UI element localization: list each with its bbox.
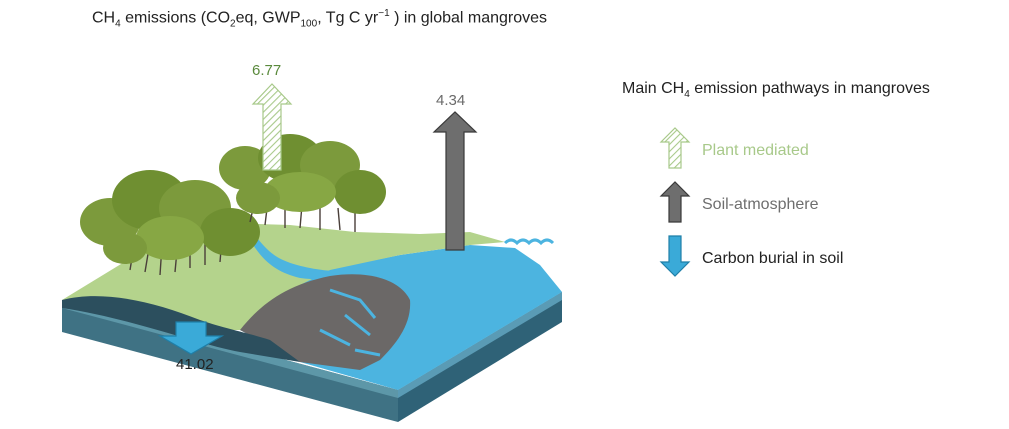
legend-swatch-spacer bbox=[660, 128, 690, 174]
soil-atmosphere-value: 4.34 bbox=[436, 92, 466, 109]
legend-title-part: emission pathways in mangroves bbox=[689, 80, 930, 97]
carbon-burial-value: 41.02 bbox=[176, 356, 214, 373]
legend-label-soil-atmosphere: Soil-atmosphere bbox=[702, 196, 819, 213]
plant-mediated-arrow bbox=[251, 83, 293, 171]
legend-item-plant-mediated: Plant mediated bbox=[660, 128, 809, 174]
mud-channels bbox=[319, 288, 381, 357]
figure-title: CH4 emissions (CO2eq, GWP100, Tg C yr−1 … bbox=[92, 8, 547, 30]
title-sub: 4 bbox=[115, 18, 121, 30]
legend-swatch-spacer bbox=[660, 182, 690, 228]
legend-title-sub: 4 bbox=[684, 89, 690, 101]
plant-mediated-value: 6.77 bbox=[252, 62, 282, 79]
carbon-burial-arrow bbox=[157, 321, 225, 355]
legend-item-soil-atmosphere: Soil-atmosphere bbox=[660, 182, 819, 228]
legend-soil-atmosphere-icon bbox=[659, 181, 691, 223]
title-part: ) in global mangroves bbox=[389, 9, 548, 27]
title-sup: −1 bbox=[378, 8, 390, 19]
title-sub: 100 bbox=[300, 18, 318, 30]
soil-atmosphere-arrow bbox=[432, 111, 478, 251]
legend-title: Main CH4 emission pathways in mangroves bbox=[622, 80, 930, 100]
legend-plant-mediated-icon bbox=[659, 127, 691, 169]
legend-title-part: Main CH bbox=[622, 80, 685, 97]
title-part: emissions (CO bbox=[120, 9, 231, 27]
mangrove-tree-left bbox=[80, 170, 260, 276]
legend-swatch-spacer bbox=[660, 236, 690, 282]
title-part: , Tg C yr bbox=[317, 9, 379, 27]
block-right-layer bbox=[398, 292, 562, 398]
wave-line bbox=[503, 238, 555, 246]
legend-label-plant-mediated: Plant mediated bbox=[702, 142, 809, 159]
mud-flat bbox=[240, 274, 411, 370]
river-channel bbox=[250, 235, 405, 280]
title-sub: 2 bbox=[230, 18, 236, 30]
legend-label-carbon-burial: Carbon burial in soil bbox=[702, 250, 844, 267]
title-part: eq, GWP bbox=[235, 9, 301, 27]
legend-item-carbon-burial: Carbon burial in soil bbox=[660, 236, 843, 282]
title-part: CH bbox=[92, 9, 116, 27]
legend-carbon-burial-icon bbox=[659, 235, 691, 277]
